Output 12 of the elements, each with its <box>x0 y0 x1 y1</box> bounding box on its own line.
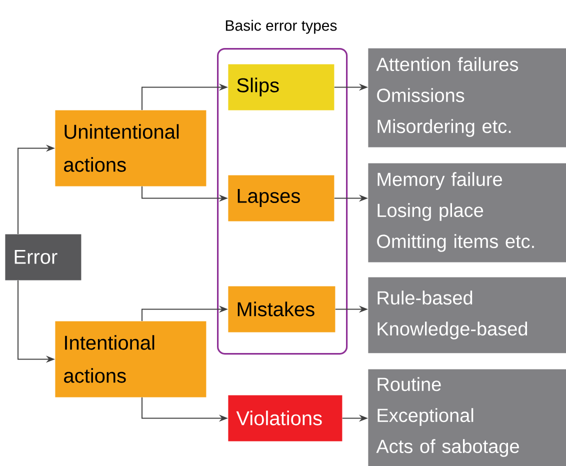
detail-box: Memory failure Losing place Omitting items etc. <box>368 163 566 262</box>
process-box: Unintentional actions <box>55 110 206 186</box>
process-box: Intentional actions <box>55 321 206 398</box>
error-box: Error <box>5 234 82 280</box>
detail-box: Routine Exceptional Acts of sabotage <box>368 369 566 466</box>
detail-box: Attention failures Omissions Misordering etc. <box>368 48 566 148</box>
process-box: Lapses <box>228 175 334 222</box>
process-box: Slips <box>228 64 334 110</box>
process-box: Violations <box>228 395 342 442</box>
node-label: Basic error types <box>226 20 337 34</box>
process-box: Mistakes <box>228 286 336 332</box>
detail-box: Rule-based Knowledge-based <box>368 277 566 354</box>
